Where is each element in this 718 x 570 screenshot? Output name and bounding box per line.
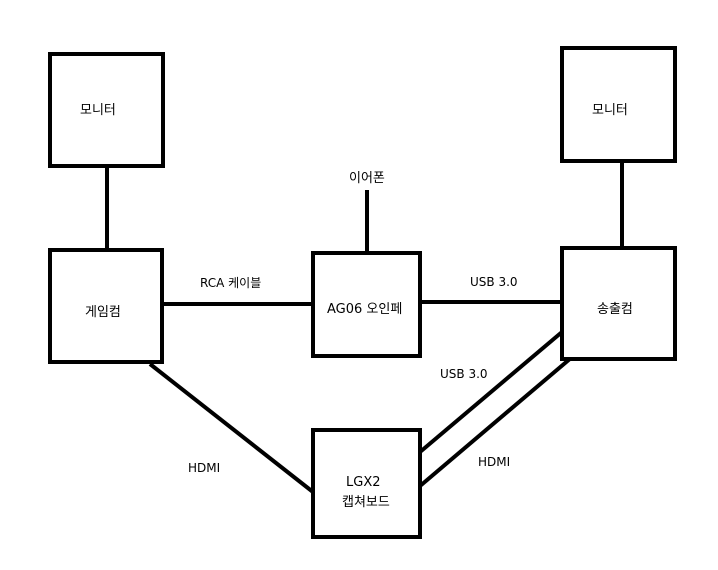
monitor-left-label: 모니터 xyxy=(80,103,116,118)
line-lgx2-to-streaming-pc-hdmi xyxy=(418,356,573,488)
line-gaming-pc-to-lgx2 xyxy=(148,362,315,494)
streaming-pc-box: 송출컴 xyxy=(560,246,677,361)
hdmi-lgx2-stream-label: HDMI xyxy=(478,455,511,469)
lgx2-label-line2: 캡쳐보드 xyxy=(342,495,390,510)
usb-lgx2-label: USB 3.0 xyxy=(440,367,488,381)
gaming-pc-label: 게임컴 xyxy=(85,305,121,320)
lgx2-label-line1: LGX2 xyxy=(346,475,381,490)
line-lgx2-to-streaming-pc-usb xyxy=(418,330,564,454)
monitor-right-box: 모니터 xyxy=(560,46,677,163)
gaming-pc-box: 게임컴 xyxy=(48,248,164,364)
lgx2-capture-board-box: LGX2 캡쳐보드 xyxy=(311,428,422,539)
streaming-pc-label: 송출컴 xyxy=(597,302,633,317)
earphone-label: 이어폰 xyxy=(349,171,385,186)
monitor-left-box: 모니터 xyxy=(48,52,165,168)
rca-cable-label: RCA 케이블 xyxy=(200,276,262,290)
hdmi-game-lgx2-label: HDMI xyxy=(188,461,221,475)
usb-ag06-label: USB 3.0 xyxy=(470,275,518,289)
ag06-interface-box: AG06 오인페 xyxy=(311,251,422,358)
ag06-interface-label: AG06 오인페 xyxy=(327,302,403,317)
monitor-right-label: 모니터 xyxy=(592,103,628,118)
